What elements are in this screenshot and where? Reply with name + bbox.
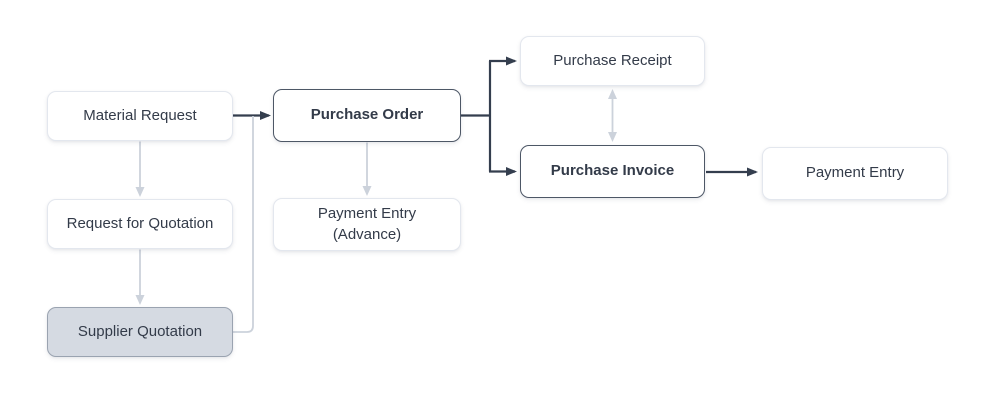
node-purchase-order: Purchase Order bbox=[273, 89, 461, 142]
node-payment-entry-advance-label: Payment Entry (Advance) bbox=[317, 205, 417, 243]
node-payment-entry: Payment Entry bbox=[762, 147, 948, 200]
node-payment-entry-label: Payment Entry bbox=[805, 164, 905, 182]
node-supplier-quotation: Supplier Quotation bbox=[47, 307, 233, 357]
node-payment-entry-advance: Payment Entry (Advance) bbox=[273, 198, 461, 251]
node-purchase-receipt: Purchase Receipt bbox=[520, 36, 705, 86]
node-purchase-invoice-label: Purchase Invoice bbox=[550, 162, 675, 180]
node-supplier-quotation-label: Supplier Quotation bbox=[77, 322, 203, 340]
edge-supplier-quotation-to-purchase-order bbox=[233, 116, 254, 333]
node-material-request: Material Request bbox=[47, 91, 233, 141]
node-request-for-quotation-label: Request for Quotation bbox=[66, 214, 214, 232]
node-request-for-quotation: Request for Quotation bbox=[47, 199, 233, 249]
node-material-request-label: Material Request bbox=[83, 106, 197, 124]
node-purchase-order-label: Purchase Order bbox=[310, 106, 424, 124]
node-purchase-receipt-label: Purchase Receipt bbox=[553, 51, 672, 69]
node-purchase-invoice: Purchase Invoice bbox=[520, 145, 705, 198]
